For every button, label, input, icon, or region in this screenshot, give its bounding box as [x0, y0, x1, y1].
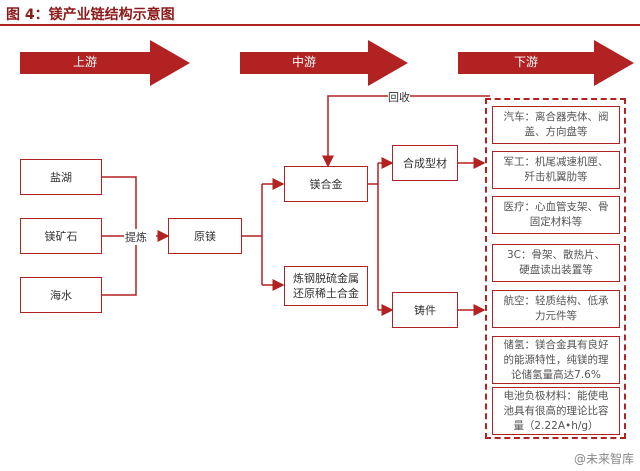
stage-midstream-arrow: 中游 — [240, 40, 408, 86]
product-profile: 合成型材 — [392, 145, 458, 181]
title-rule — [0, 24, 640, 26]
figure-title: 图 4：镁产业链结构示意图 — [6, 7, 175, 23]
watermark: @未来智库 — [573, 452, 634, 466]
midstream-arrow-shape — [240, 40, 408, 86]
source-magnesium-ore: 镁矿石 — [20, 218, 102, 254]
primary-magnesium: 原镁 — [168, 218, 242, 254]
stage-downstream-label: 下游 — [513, 55, 538, 69]
stage-upstream-label: 上游 — [72, 55, 97, 69]
recycle-label: 回收 — [388, 89, 410, 105]
mid-magnesium-alloy: 镁合金 — [284, 166, 368, 202]
upstream-arrow-shape — [20, 40, 190, 86]
app-aviation: 航空：轻质结构、低承 力元件等 — [492, 290, 620, 328]
source-seawater: 海水 — [20, 277, 102, 313]
app-medical: 医疗：心血管支架、骨 固定材料等 — [492, 196, 620, 234]
product-casting: 铸件 — [392, 292, 458, 328]
downstream-arrow-shape — [458, 40, 634, 86]
app-battery-anode: 电池负极材料：能使电 池具有很高的理论比容 量（2.22A•h/g） — [492, 387, 620, 435]
app-3c: 3C：骨架、散热片、 硬盘读出装置等 — [492, 244, 620, 282]
app-hydrogen-storage: 储氢：镁合金具有良好 的能源特性，纯镁的理 论储氢量高达7.6% — [492, 336, 620, 384]
refine-label: 提炼 — [125, 229, 147, 245]
source-salt-lake: 盐湖 — [20, 159, 102, 195]
app-automotive: 汽车：离合器壳体、阀 盖、方向盘等 — [492, 106, 620, 144]
downstream-container — [485, 98, 626, 439]
stage-downstream-arrow: 下游 — [458, 40, 634, 86]
mid-steel-desulfurization: 炼钢脱硫金属 还原稀土合金 — [284, 266, 368, 306]
app-military: 军工：机尾减速机匣、 歼击机翼肋等 — [492, 151, 620, 189]
stage-midstream-label: 中游 — [291, 55, 316, 69]
stage-upstream-arrow: 上游 — [20, 40, 190, 86]
